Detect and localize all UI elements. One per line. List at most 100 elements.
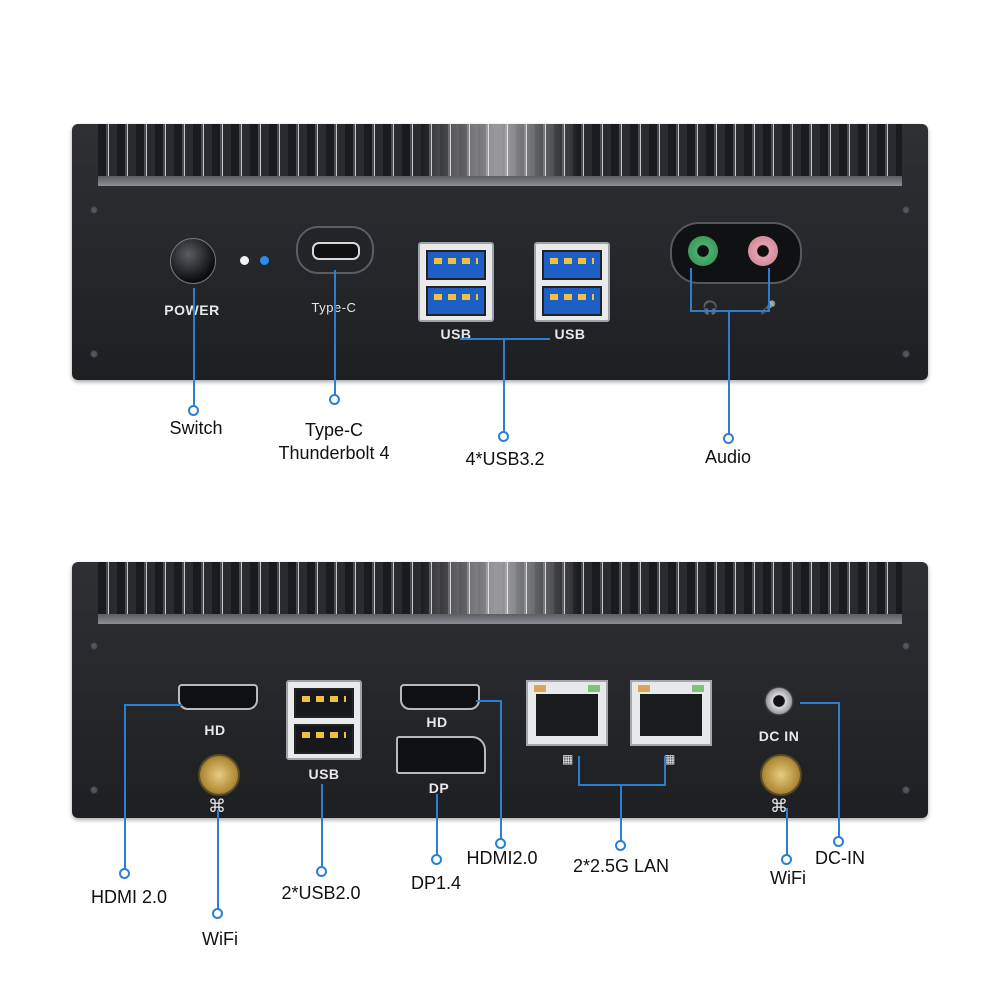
hdmi-left-callout-dot <box>119 868 130 879</box>
lan-callout-dot <box>615 840 626 851</box>
screw <box>902 350 910 358</box>
usb3-port-pair-left[interactable] <box>418 242 494 322</box>
dc-in-callout: DC-IN <box>815 848 865 868</box>
dc-in-label: DC IN <box>758 728 800 744</box>
network-icon: ▦ <box>664 752 676 766</box>
wifi-right-callout: WiFi <box>770 868 806 888</box>
screw <box>902 642 910 650</box>
usb3-slot <box>542 286 602 316</box>
power-label: POWER <box>164 302 220 318</box>
lan-callout: 2*2.5G LAN <box>572 856 670 876</box>
headphone-jack[interactable] <box>688 236 718 266</box>
typec-callout-dot <box>329 394 340 405</box>
usb-label-right: USB <box>554 326 586 342</box>
usb2-port-pair[interactable] <box>286 680 362 760</box>
usb-callout: 4*USB3.2 <box>465 449 545 469</box>
wifi-antenna-right[interactable] <box>760 754 802 796</box>
lan-socket <box>536 694 598 736</box>
network-icon: ▦ <box>562 752 574 766</box>
typec-label: Type-C <box>294 300 374 315</box>
switch-callout: Switch <box>169 418 223 438</box>
typec-callout-line2: Thunderbolt 4 <box>278 443 390 463</box>
usb-callout-line <box>503 338 505 434</box>
dp-callout-dot <box>431 854 442 865</box>
heatsink-fins <box>98 124 902 186</box>
lan-bracket-right <box>664 756 666 784</box>
hd-label-left: HD <box>204 722 226 738</box>
typec-socket <box>312 242 360 260</box>
headphone-icon: 🎧 <box>702 300 719 315</box>
hdmi-mid-callout-dot <box>495 838 506 849</box>
audio-bracket-bottom <box>690 310 770 312</box>
dc-in-jack[interactable] <box>764 686 794 716</box>
screw <box>902 786 910 794</box>
switch-callout-line <box>193 288 195 408</box>
wifi-left-callout: WiFi <box>202 929 238 949</box>
lan-port-1[interactable] <box>526 680 608 746</box>
usb2-callout: 2*USB2.0 <box>281 883 361 903</box>
hdmi-mid-callout-line <box>500 700 502 842</box>
audio-jack-panel <box>670 222 802 284</box>
usb3-slot <box>542 250 602 280</box>
wifi-right-callout-line <box>786 808 788 856</box>
audio-bracket-right <box>768 268 770 310</box>
wifi-icon: ⌘ <box>208 796 226 816</box>
lan-led-green <box>588 685 600 692</box>
usb2-slot <box>294 724 354 754</box>
audio-bracket-left <box>690 268 692 310</box>
hdmi-mid-callout: HDMI2.0 <box>466 848 538 868</box>
microphone-jack[interactable] <box>748 236 778 266</box>
audio-callout: Audio <box>704 447 752 467</box>
audio-callout-line <box>728 310 730 436</box>
status-led-blue <box>260 256 269 265</box>
dc-in-callout-h <box>800 702 840 704</box>
screw <box>90 642 98 650</box>
usb-callout-dot <box>498 431 509 442</box>
wifi-icon: ⌘ <box>770 796 788 816</box>
typec-port[interactable] <box>296 226 374 274</box>
usb-bracket <box>460 338 550 340</box>
dc-in-callout-line <box>838 702 840 838</box>
typec-callout-line <box>334 270 336 398</box>
dp-callout: DP1.4 <box>410 873 462 893</box>
lan-callout-line <box>620 784 622 844</box>
screw <box>90 350 98 358</box>
lan-port-2[interactable] <box>630 680 712 746</box>
wifi-left-callout-line <box>217 810 219 910</box>
usb3-port-pair-right[interactable] <box>534 242 610 322</box>
hdmi-left-callout-line <box>124 704 126 870</box>
wifi-antenna-left[interactable] <box>198 754 240 796</box>
lan-bracket-left <box>578 756 580 784</box>
hdmi-port-mid[interactable] <box>400 684 480 710</box>
usb-label-rear: USB <box>308 766 340 782</box>
lan-led-green <box>692 685 704 692</box>
usb3-slot <box>426 250 486 280</box>
hdmi-mid-callout-h <box>476 700 502 702</box>
dc-in-callout-dot <box>833 836 844 847</box>
wifi-right-callout-dot <box>781 854 792 865</box>
typec-callout-line1: Type-C <box>304 420 364 440</box>
hdmi-left-callout: HDMI 2.0 <box>90 887 168 907</box>
power-button[interactable] <box>170 238 216 284</box>
usb2-slot <box>294 688 354 718</box>
heatsink-fins <box>98 562 902 624</box>
front-panel: POWER Type-C USB USB 🎧 🎤 <box>72 124 928 380</box>
lan-led-orange <box>638 685 650 692</box>
displayport-port[interactable] <box>396 736 486 774</box>
hd-label-mid: HD <box>426 714 448 730</box>
screw <box>90 206 98 214</box>
lan-led-orange <box>534 685 546 692</box>
dp-callout-line <box>436 794 438 854</box>
status-led-white <box>240 256 249 265</box>
wifi-left-callout-dot <box>212 908 223 919</box>
lan-socket <box>640 694 702 736</box>
dp-label: DP <box>428 780 450 796</box>
switch-callout-dot <box>188 405 199 416</box>
usb2-callout-dot <box>316 866 327 877</box>
audio-callout-dot <box>723 433 734 444</box>
hdmi-left-callout-h <box>124 704 182 706</box>
screw <box>902 206 910 214</box>
screw <box>90 786 98 794</box>
hdmi-port-left[interactable] <box>178 684 258 710</box>
usb3-slot <box>426 286 486 316</box>
